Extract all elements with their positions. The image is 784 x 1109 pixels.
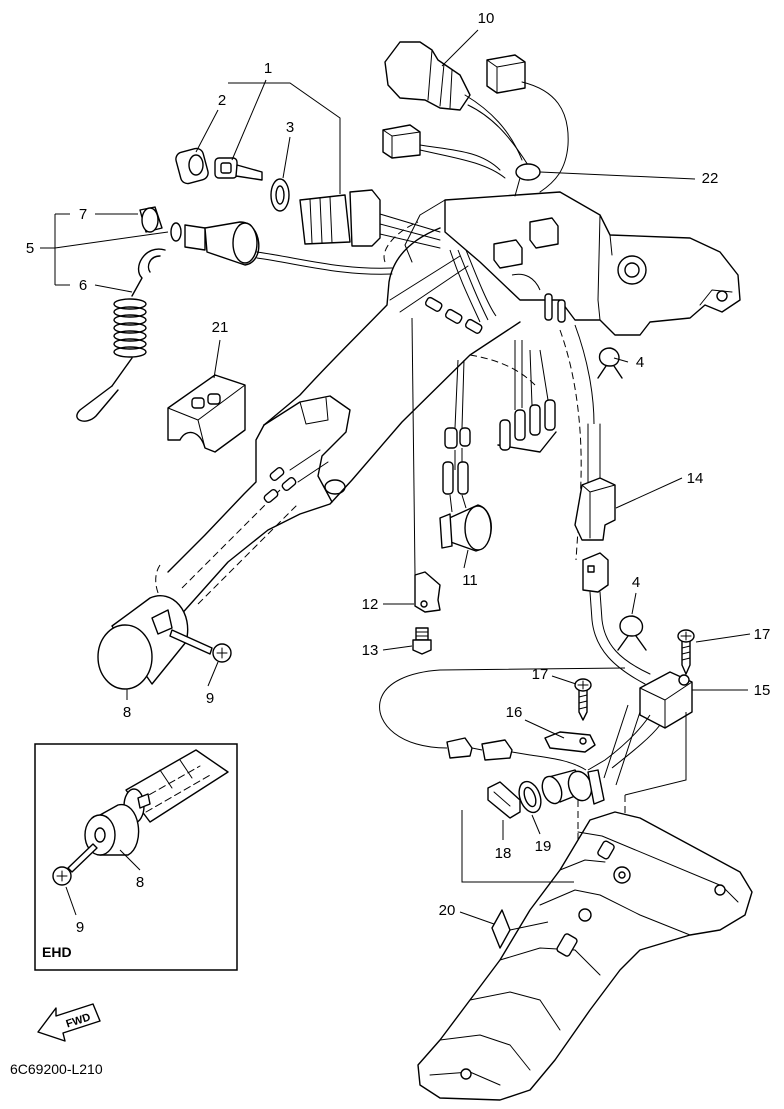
grommet-18 [487,781,521,819]
callout-3: 3 [286,119,294,136]
inset-screw [52,843,98,886]
screw-17-lower [574,678,592,721]
callout-15: 15 [754,682,771,699]
inset-label: EHD [42,944,72,960]
callout-6: 6 [79,277,87,294]
switch-washer [270,178,290,212]
callout-4-lower: 4 [632,574,640,591]
bracket-couplers [493,217,559,269]
callout-10: 10 [478,10,495,27]
callout-11: 11 [462,572,478,589]
callout-8: 8 [123,704,131,721]
seal-19 [518,780,542,814]
inset-callout-8: 8 [136,874,144,891]
callout-7: 7 [79,206,87,223]
engine-stop-switch [170,221,393,275]
tiller-handle [167,227,521,619]
central-bullet-connectors [424,293,566,495]
callout-22: 22 [702,170,719,187]
callout-21: 21 [212,319,229,336]
callout-13: 13 [362,642,379,659]
callout-18: 18 [495,845,512,862]
mounting-plate [544,731,596,753]
caution-label [491,909,511,949]
callout-16: 16 [506,704,523,721]
inset-callout-9: 9 [76,919,84,936]
leader-lines [40,29,751,931]
loop-couplers [446,737,513,761]
tiller-bullet-connectors [263,449,329,504]
ehd-inset: 8 9 EHD [34,743,238,971]
relay-unit [439,504,492,552]
central-harness-wires [411,249,595,576]
wire-clip-upper [597,347,623,379]
cable-grommets [541,769,605,805]
callout-12: 12 [362,596,379,613]
wire-clip-lower [617,615,647,651]
inset-leader-lines [65,849,141,916]
callout-14: 14 [687,470,704,487]
ground-lead-bracket [414,571,441,613]
callout-5: 5 [26,240,34,257]
grip-screw [169,629,232,663]
harness-coupler-lower [582,552,651,685]
callout-9: 9 [206,690,214,707]
callout-4-upper: 4 [636,354,644,371]
fwd-arrow-icon: FWD [37,1003,101,1042]
callout-17-upper: 17 [754,626,771,643]
wire-clamp [514,163,541,197]
inset-callout-labels: 8 9 [76,874,144,936]
callout-20: 20 [439,902,456,919]
callout-labels: 10 1 2 3 22 7 5 6 21 4 14 11 4 12 17 13 … [26,10,771,919]
stop-switch-lanyard [76,248,166,422]
harness-coupler-14 [574,423,616,541]
switch-cap [175,147,209,185]
steering-bracket [404,191,741,336]
callout-19: 19 [535,838,552,855]
bottom-cowling [417,811,753,1101]
coupler-group [497,399,557,453]
harness-coupler-top [486,54,569,193]
callout-2: 2 [218,92,226,109]
inset-frame [34,743,238,971]
electrical-component-15 [639,671,693,729]
inset-tiller-end [123,749,229,824]
harness-coupler-left [382,124,506,179]
main-switch [299,189,441,249]
lanyard-holder [167,374,246,453]
ignition-key [214,157,263,181]
main-harness-connector [384,41,529,166]
throttle-grip [97,595,189,690]
screw-17-upper [677,629,695,675]
bracket-bolt [412,627,432,655]
callout-17-lower: 17 [532,666,549,683]
callout-1: 1 [264,60,272,77]
lower-wire-loop [379,667,661,786]
stop-switch-cap [139,206,163,233]
diagram-code: 6C69200-L210 [10,1061,103,1077]
